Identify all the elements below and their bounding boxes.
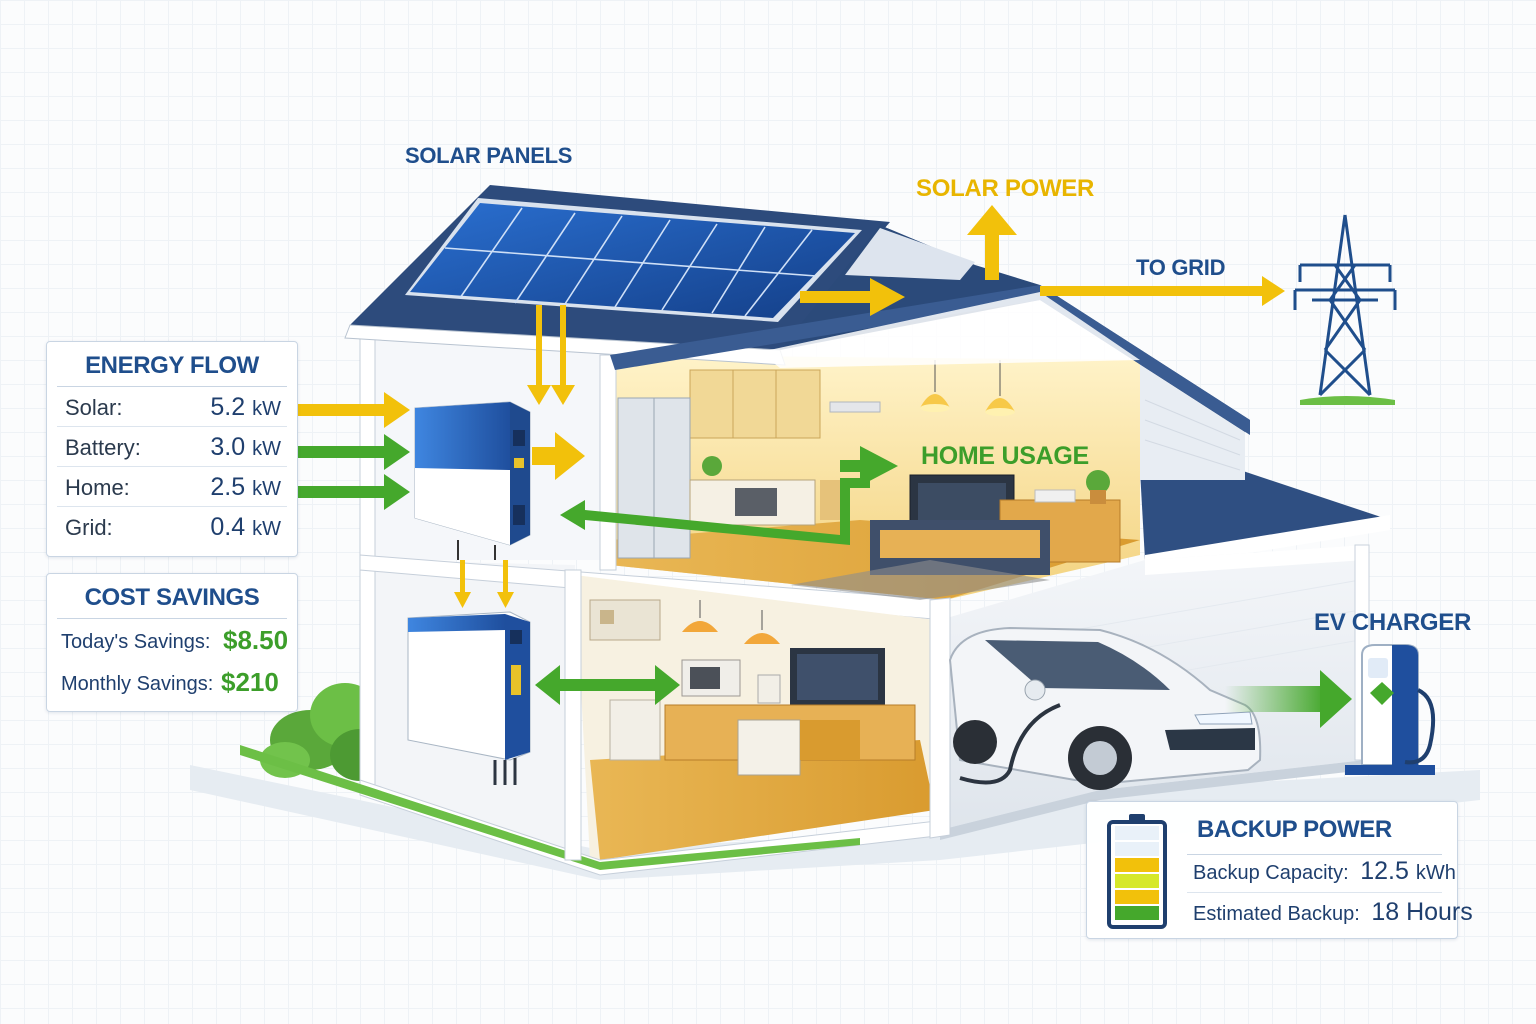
energy-row-value: 0.4 kW bbox=[210, 513, 281, 541]
energy-row-label: Battery: bbox=[65, 435, 141, 460]
battery-cell bbox=[1115, 842, 1159, 856]
estimated-backup-label: Estimated Backup: bbox=[1193, 903, 1360, 925]
energy-row-battery: Battery: 3.0 kW bbox=[57, 427, 287, 467]
estimated-backup-row: Estimated Backup: 18 Hours bbox=[1193, 898, 1473, 927]
solar-panel-array bbox=[405, 198, 862, 322]
energy-row-value: 5.2 kW bbox=[210, 393, 281, 421]
todays-savings-value: $8.50 bbox=[223, 625, 289, 655]
monthly-savings-value: $210 bbox=[221, 667, 279, 697]
inverter-unit bbox=[414, 401, 531, 560]
home-usage-label: HOME USAGE bbox=[921, 442, 1089, 470]
monthly-savings-label: Monthly Savings: bbox=[61, 673, 214, 695]
kitchen-interior bbox=[617, 360, 1121, 600]
energy-row-label: Grid: bbox=[65, 515, 113, 540]
ev-charger-station bbox=[1345, 644, 1436, 775]
backup-capacity-value: 12.5 kWh bbox=[1360, 857, 1456, 885]
estimated-backup-value: 18 Hours bbox=[1371, 898, 1473, 926]
energy-row-value: 3.0 kW bbox=[210, 433, 281, 461]
battery-cell bbox=[1115, 874, 1159, 888]
backup-capacity-row: Backup Capacity: 12.5 kWh bbox=[1193, 857, 1456, 886]
energy-flow-panel: ENERGY FLOW Solar: 5.2 kW Battery: 3.0 k… bbox=[46, 341, 298, 557]
battery-cell bbox=[1115, 890, 1159, 904]
power-transmission-tower bbox=[1293, 214, 1397, 397]
cost-savings-panel: COST SAVINGS Today's Savings: $8.50 Mont… bbox=[46, 573, 298, 712]
battery-storage-unit bbox=[407, 611, 531, 785]
lower-room-interior bbox=[589, 599, 916, 776]
electric-car bbox=[948, 626, 1262, 790]
battery-cell bbox=[1115, 906, 1159, 920]
ground-shadow bbox=[190, 765, 1480, 880]
ev-charge-arrow bbox=[1225, 670, 1352, 728]
todays-savings-label: Today's Savings: bbox=[61, 631, 211, 653]
solar-arrows-yellow bbox=[298, 205, 1285, 608]
energy-row-home: Home: 2.5 kW bbox=[57, 467, 287, 507]
cost-savings-title: COST SAVINGS bbox=[57, 574, 287, 619]
energy-row-label: Solar: bbox=[65, 395, 123, 420]
backup-power-title: BACKUP POWER bbox=[1197, 816, 1392, 843]
battery-cell bbox=[1115, 826, 1159, 840]
backup-capacity-label: Backup Capacity: bbox=[1193, 862, 1349, 884]
energy-flow-title: ENERGY FLOW bbox=[57, 342, 287, 387]
battery-cell bbox=[1115, 858, 1159, 872]
solar-power-label: SOLAR POWER bbox=[916, 175, 1095, 202]
tower-grass bbox=[1300, 396, 1395, 405]
ev-charger-label: EV CHARGER bbox=[1314, 609, 1472, 636]
backup-power-panel: BACKUP POWER Backup Capacity: 12.5 kWh E… bbox=[1086, 801, 1473, 939]
energy-row-solar: Solar: 5.2 kW bbox=[57, 387, 287, 427]
to-grid-label: TO GRID bbox=[1136, 255, 1226, 280]
green-arrows bbox=[298, 434, 898, 705]
monthly-savings-row: Monthly Savings: $210 bbox=[53, 661, 291, 703]
energy-row-label: Home: bbox=[65, 475, 130, 500]
solar-panels-label: SOLAR PANELS bbox=[405, 143, 573, 168]
energy-row-value: 2.5 kW bbox=[210, 473, 281, 501]
battery-level-icon bbox=[1107, 814, 1167, 929]
energy-row-grid: Grid: 0.4 kW bbox=[57, 507, 287, 546]
backup-divider bbox=[1187, 854, 1442, 855]
backup-divider-2 bbox=[1187, 892, 1442, 893]
todays-savings-row: Today's Savings: $8.50 bbox=[53, 619, 291, 661]
